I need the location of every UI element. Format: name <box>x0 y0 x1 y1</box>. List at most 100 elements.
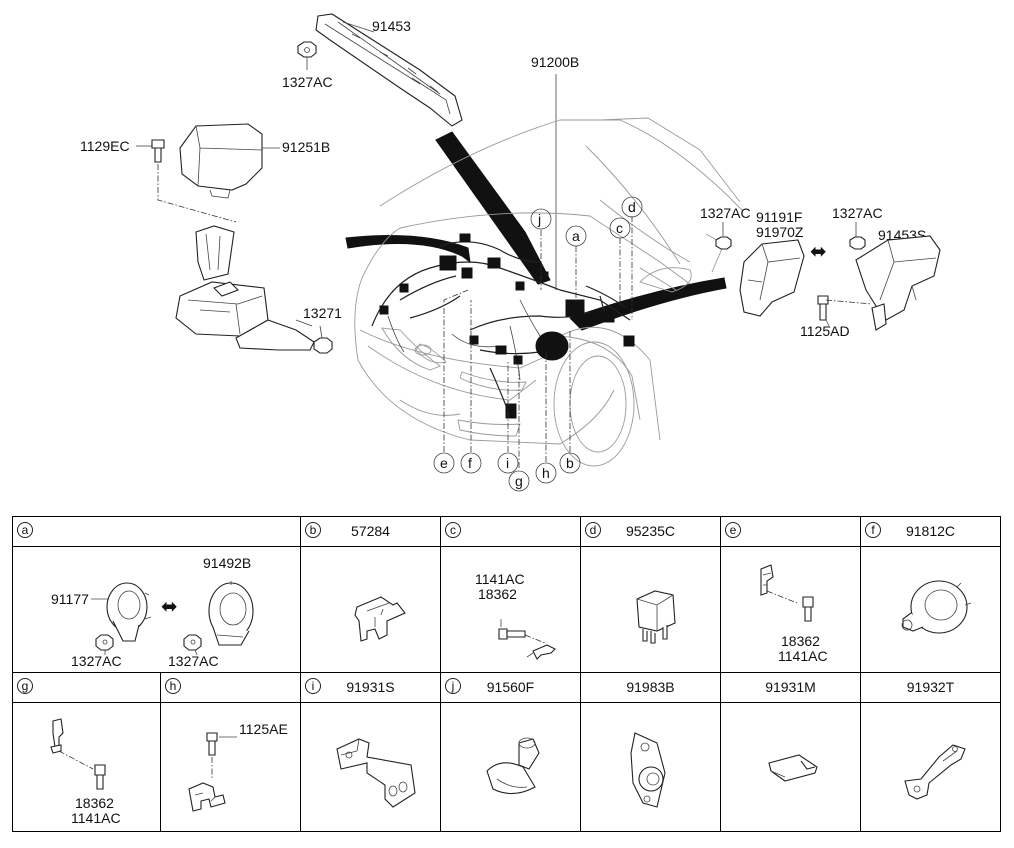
header-b: b 57284 <box>301 517 441 547</box>
header-code: 91931M <box>765 679 816 695</box>
wiring-diagram: 91453 1327AC 91200B 1129EC 91251B 13271 <box>80 13 941 492</box>
cell-91932t <box>861 703 1000 831</box>
letter-d-top: d <box>628 199 636 215</box>
cell-91931m <box>721 703 861 831</box>
header-91932t: 91932T <box>861 673 1000 703</box>
letter-h-bottom: h <box>542 465 550 481</box>
header-code: 57284 <box>351 523 390 539</box>
bolt-1129ec <box>151 139 165 163</box>
header-code: 91812C <box>905 523 956 539</box>
cell-j <box>441 703 581 831</box>
callout-91200b: 91200B <box>531 54 579 70</box>
cell-e: 18362 1141AC <box>721 547 861 673</box>
clip-c <box>526 644 556 660</box>
clip-g <box>50 718 64 754</box>
relay-box-base <box>175 225 315 351</box>
header-letter: d <box>585 522 601 538</box>
label-1327ac-right: 1327AC <box>168 653 219 669</box>
header-letter: f <box>865 522 881 538</box>
cell-e-drawing <box>760 564 814 622</box>
header-91983b: 91983B <box>581 673 721 703</box>
header-letter: c <box>445 522 461 538</box>
letter-f-bottom: f <box>468 455 472 471</box>
label-18362-e: 18362 <box>781 633 820 649</box>
label-1125ae: 1125AE <box>239 721 288 737</box>
harness-connectors <box>379 233 635 419</box>
callout-1327ac-top: 1327AC <box>282 74 333 90</box>
cover-91191f <box>739 239 805 317</box>
cell-h: 1125AE <box>161 703 301 831</box>
bolt-c <box>498 628 526 640</box>
label-18362-c: 18362 <box>478 586 517 602</box>
label-91177: 91177 <box>51 591 89 607</box>
bracket-h <box>188 782 226 812</box>
header-c: c <box>441 517 581 547</box>
cell-a-drawing: ⬌ <box>91 581 254 656</box>
callout-1125ad: 1125AD <box>800 323 850 339</box>
car-body-outline <box>354 117 743 467</box>
header-letter: e <box>725 522 741 538</box>
grommet-91560f <box>486 737 540 795</box>
bolt-e <box>802 596 814 622</box>
header-letter: i <box>305 678 321 694</box>
double-arrow-right: ⬌ <box>810 241 827 263</box>
nut-1327ac-top <box>297 41 317 58</box>
grommet-91812c <box>901 580 972 634</box>
swoosh-right <box>569 277 727 331</box>
cover-strip-91453 <box>315 13 463 127</box>
header-code: 95235C <box>625 523 676 539</box>
cell-a: ⬌ 91177 91492B 1327AC 1327AC <box>13 547 301 673</box>
bolt-g <box>94 764 106 790</box>
letter-j-top: j <box>537 211 541 227</box>
header-letter: b <box>305 522 321 538</box>
callout-91453: 91453 <box>372 18 411 34</box>
nut-a-left <box>95 634 114 651</box>
header-code: 91560F <box>486 679 535 695</box>
letter-e-bottom: e <box>440 455 448 471</box>
header-letter: h <box>165 678 181 694</box>
cell-91983b <box>581 703 721 831</box>
letter-c-top: c <box>616 220 623 236</box>
cell-c: 1141AC 18362 <box>441 547 581 673</box>
callout-91970z: 91970Z <box>756 224 804 240</box>
header-letter: g <box>17 678 33 694</box>
cell-d <box>581 547 721 673</box>
header-g: g <box>13 673 161 703</box>
label-1141ac-e: 1141AC <box>778 648 828 664</box>
letter-b-bottom: b <box>566 455 574 471</box>
header-letter: a <box>17 522 33 538</box>
nut-1327ac-right1 <box>715 236 732 250</box>
letter-a-top: a <box>572 228 580 244</box>
relay-box-cover-91251b <box>179 123 263 199</box>
bracket-91931s <box>336 738 416 808</box>
cover-91453s <box>855 235 941 331</box>
header-code: 91932T <box>906 679 955 695</box>
cell-h-drawing <box>188 732 237 812</box>
nut-13271 <box>313 337 333 354</box>
header-e: e <box>721 517 861 547</box>
bracket-91932t <box>904 744 966 800</box>
letter-circles <box>433 196 643 492</box>
letter-i-bottom: i <box>506 455 509 471</box>
bracket-57284 <box>354 596 406 642</box>
grommet-91492b <box>208 582 254 646</box>
relay-95235c <box>636 590 676 644</box>
plate-91931m <box>768 754 818 782</box>
header-a: a <box>13 517 301 547</box>
header-code: 91931S <box>346 679 395 695</box>
cell-b <box>301 547 441 673</box>
header-letter: j <box>445 678 461 694</box>
bolt-1125ae <box>206 732 218 756</box>
cell-c-drawing <box>498 619 556 660</box>
label-1141ac-g: 1141AC <box>71 810 121 826</box>
header-h: h <box>161 673 301 703</box>
nut-1327ac-right2 <box>849 236 866 250</box>
callout-1327ac-right1: 1327AC <box>700 205 751 221</box>
header-i: i 91931S <box>301 673 441 703</box>
header-j: j 91560F <box>441 673 581 703</box>
header-f: f 91812C <box>861 517 1000 547</box>
header-code: 91983B <box>626 679 675 695</box>
nut-a-right <box>183 634 202 651</box>
label-91492b: 91492B <box>203 555 252 571</box>
bracket-e <box>760 564 774 596</box>
